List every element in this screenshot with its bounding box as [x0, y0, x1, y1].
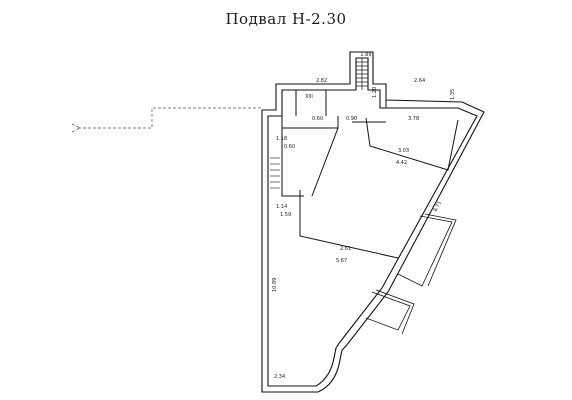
plan-title: Подвал Н-2.30 — [225, 10, 347, 28]
dim-left-wall: 10.89 — [272, 278, 278, 292]
dim-top-left: 2.82 — [316, 78, 327, 84]
dim-corr-a: 0.60 — [312, 116, 323, 122]
dim-corr-b: 0.90 — [346, 116, 357, 122]
interior-walls — [281, 90, 459, 259]
dim-left-small: 1.59 — [280, 212, 291, 218]
dim-edge-right: 1.35 — [450, 89, 456, 100]
dim-stair-small: 1.20 — [372, 87, 378, 98]
room-label-stair: 1.89 — [360, 52, 371, 58]
dim-bottom: 2.34 — [274, 374, 285, 380]
dim-middle: 2.61 — [340, 246, 351, 252]
outer-walls — [261, 51, 485, 393]
inner-stair — [270, 157, 280, 189]
dim-right-inner: 3.03 — [398, 148, 409, 154]
dimension-labels: 1.89 XIII 2.82 2.64 1.20 1.18 0.60 0.60 … — [272, 52, 456, 380]
room-label-lobby: XIII — [305, 94, 313, 100]
window-wells — [365, 213, 457, 335]
dim-left-room: 1.14 — [276, 204, 287, 210]
dim-top-right: 2.64 — [414, 78, 425, 84]
dim-middle2: 5.67 — [336, 258, 347, 264]
dim-corr-mid: 0.60 — [284, 144, 295, 150]
stairwell — [356, 58, 368, 90]
adjacent-outline — [71, 107, 262, 133]
dim-long-right: 8.71 — [432, 200, 443, 213]
dim-corr-left: 1.18 — [276, 136, 287, 142]
dim-right-top: 3.78 — [408, 116, 419, 122]
dim-right-inner2: 4.42 — [396, 160, 407, 166]
